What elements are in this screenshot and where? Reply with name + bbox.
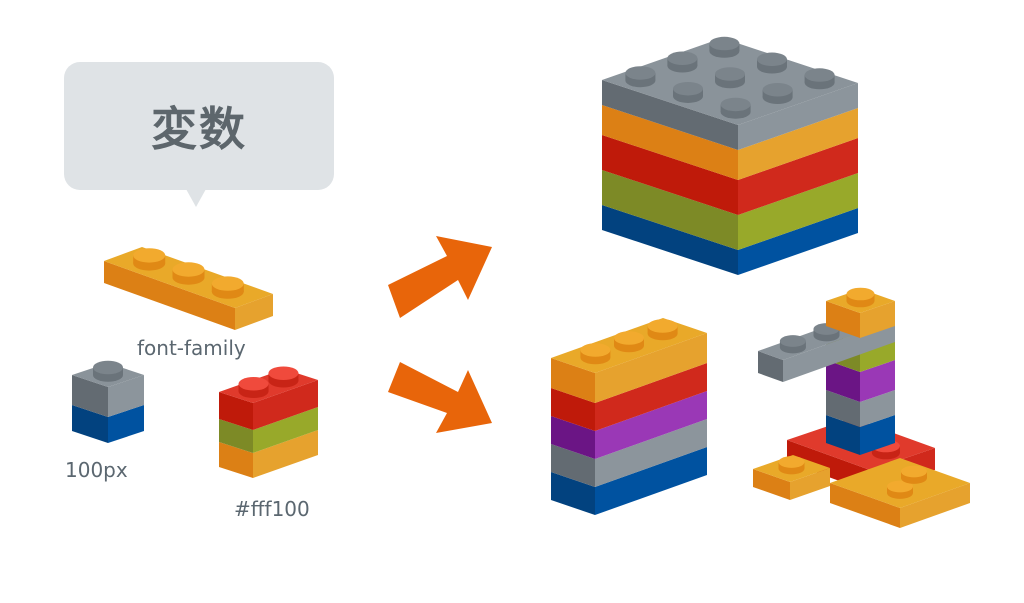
brick-right-face — [738, 138, 858, 215]
brick-right-face — [595, 419, 707, 487]
brick-right-face — [595, 391, 707, 459]
stud-top — [93, 360, 123, 375]
brick-right-face — [253, 430, 318, 478]
stud-top — [720, 97, 751, 112]
stud-top — [211, 276, 244, 291]
brick-right-face — [595, 363, 707, 431]
speech-bubble: 変数 — [64, 62, 334, 207]
bubble-title: 変数 — [151, 102, 247, 156]
brick-left-face — [551, 472, 595, 515]
brick-right-face — [738, 208, 858, 275]
brick-right-face — [108, 405, 144, 443]
brick-right-face — [595, 447, 707, 515]
stud-top — [625, 66, 656, 80]
brick-right-face — [900, 483, 970, 528]
stud-top — [762, 83, 793, 97]
brick-left-face — [551, 416, 595, 459]
brick-left-face — [826, 415, 860, 455]
brick-right-face — [860, 415, 895, 455]
brick-right-face — [860, 301, 895, 338]
brick-left-face — [602, 170, 738, 250]
brick-left-face — [551, 388, 595, 431]
brick-right-face — [738, 83, 858, 150]
brick-left-face — [826, 390, 860, 427]
arrow-down-right-icon — [388, 362, 492, 433]
label-font-family: font-family — [137, 336, 246, 360]
stud-top — [673, 81, 703, 96]
brick-left-face — [602, 105, 738, 180]
stud-top — [172, 262, 205, 277]
stud-top — [846, 287, 875, 301]
brick-right-face — [860, 390, 895, 427]
brick-left-face — [219, 392, 253, 430]
brick-left-face — [72, 405, 108, 443]
stud-top — [715, 67, 745, 81]
stud-top — [614, 331, 644, 345]
stud-top — [804, 68, 835, 82]
brick-left-face — [826, 360, 860, 402]
brick-right-face — [790, 468, 830, 500]
brick-right-face — [738, 173, 858, 250]
brick-left-face — [758, 351, 783, 382]
brick-left-face — [826, 301, 860, 338]
brick-right-face — [235, 294, 273, 330]
stud-top — [779, 335, 806, 347]
stud-top — [133, 248, 166, 263]
stud-top — [757, 52, 787, 67]
brick-left-face — [602, 205, 738, 275]
brick-left-face — [551, 444, 595, 487]
brick-right-face — [253, 380, 318, 430]
brick-left-face — [72, 375, 108, 417]
arrow-up-right-icon — [388, 236, 492, 318]
brick-left-face — [753, 469, 790, 500]
brick-right-face — [860, 360, 895, 402]
stud-top — [901, 465, 927, 478]
brick-left-face — [219, 419, 253, 453]
stud-top — [580, 343, 611, 357]
stud-top — [667, 51, 698, 65]
stud-top — [778, 456, 805, 468]
brick-right-face — [108, 375, 144, 417]
stud-top — [709, 36, 740, 51]
brick-right-face — [253, 407, 318, 453]
brick-left-face — [602, 80, 738, 150]
stud-top — [647, 319, 678, 333]
brick-left-face — [219, 442, 253, 478]
label-color: #fff100 — [234, 497, 310, 521]
stud-top — [268, 366, 299, 380]
brick-right-face — [738, 108, 858, 180]
label-100px: 100px — [65, 458, 128, 482]
brick-left-face — [602, 135, 738, 215]
brick-left-face — [830, 483, 900, 528]
stud-top — [238, 377, 269, 391]
brick-left-face — [104, 261, 235, 330]
brick-right-face — [595, 333, 707, 403]
stud-top — [887, 480, 913, 493]
